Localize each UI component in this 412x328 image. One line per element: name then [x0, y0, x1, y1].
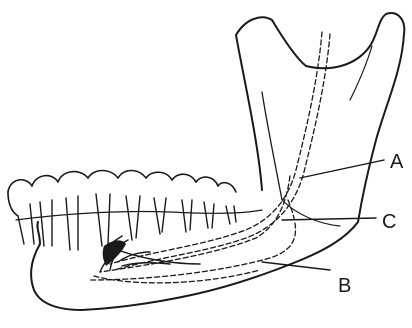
- callout-label-c: C: [382, 211, 396, 233]
- callout-c-line: [282, 218, 376, 220]
- ramus-inner-contour-lower: [282, 200, 340, 226]
- mandibular-canal-paths: [90, 32, 330, 283]
- callout-label-a: A: [390, 151, 404, 173]
- mandible-outline: [31, 13, 404, 310]
- alveolar-crest: [16, 210, 262, 220]
- tooth-roots: [18, 194, 236, 250]
- callout-a-line: [300, 160, 384, 178]
- callout-label-b: B: [338, 275, 351, 297]
- callout-b-line: [262, 262, 330, 270]
- condyle-neck-line: [350, 46, 372, 100]
- tooth-crowns: [8, 171, 236, 217]
- ramus-inner-contour: [262, 92, 282, 200]
